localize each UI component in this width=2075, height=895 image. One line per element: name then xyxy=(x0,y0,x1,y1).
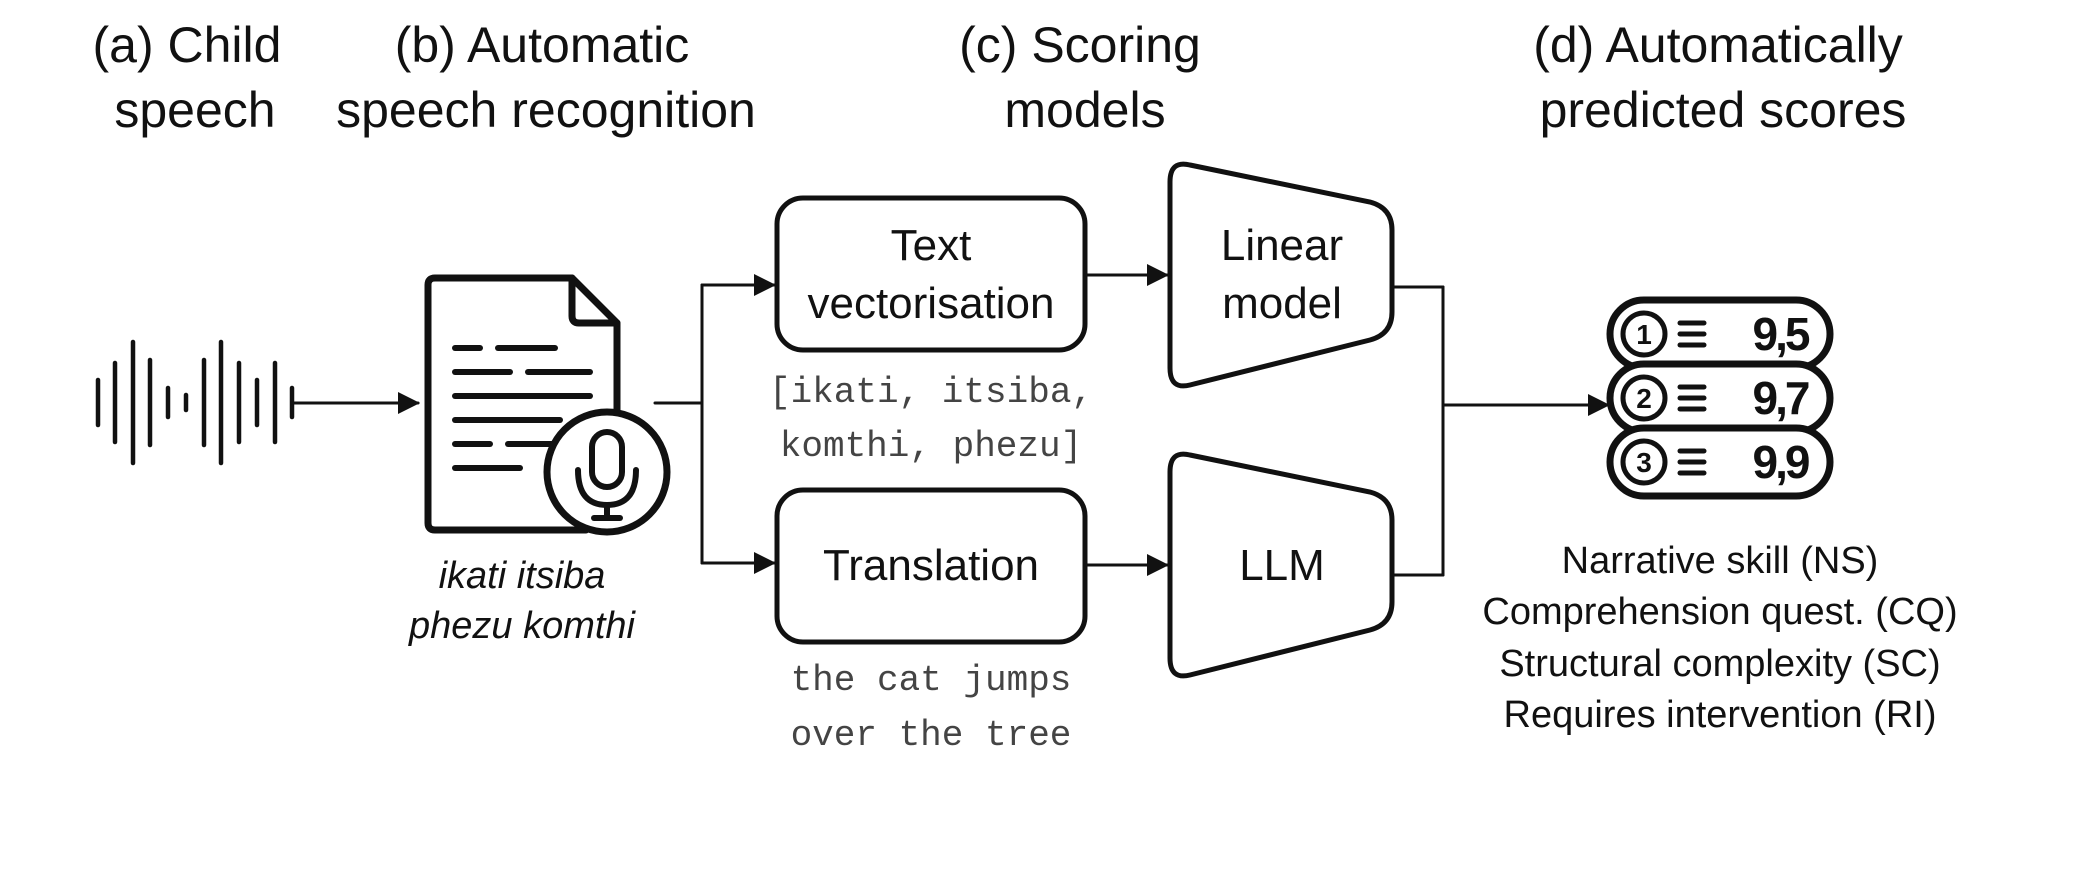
score-value: 9,7 xyxy=(1753,372,1809,424)
linear-model-line1: Linear xyxy=(1221,221,1343,270)
list-lines-icon xyxy=(1677,320,1707,348)
asr-transcript-line1: ikati itsiba xyxy=(439,555,606,597)
translation-box: Translation xyxy=(774,487,1088,645)
score-number: 2 xyxy=(1636,383,1652,414)
score-label-sc: Structural complexity (SC) xyxy=(1499,643,1940,685)
linear-model-box: Linear model xyxy=(1167,161,1395,389)
llm-box: LLM xyxy=(1167,451,1395,679)
stage-title-c: (c) Scoring models xyxy=(959,17,1201,138)
asr-transcript-line2: phezu komthi xyxy=(408,605,637,647)
list-lines-icon xyxy=(1677,384,1707,412)
stage-b-line2: speech recognition xyxy=(336,82,756,138)
score-labels: Narrative skill (NS) Comprehension quest… xyxy=(1482,540,1957,736)
score-number-badge xyxy=(1620,438,1668,486)
translation-label: Translation xyxy=(823,541,1039,590)
stage-c-line1: (c) Scoring xyxy=(959,17,1201,73)
translation-output-line1: the cat jumps xyxy=(791,660,1072,701)
score-number-badge xyxy=(1620,374,1668,422)
document-microphone-icon xyxy=(424,274,671,536)
merge-connector xyxy=(1390,285,1610,577)
translation-output-line2: over the tree xyxy=(791,715,1072,756)
stage-a-line1: (a) Child xyxy=(93,17,282,73)
token-list-line1: [ikati, itsiba, xyxy=(769,372,1093,413)
score-number: 3 xyxy=(1636,447,1652,478)
branch-connector xyxy=(653,274,776,574)
stage-b-line1: (b) Automatic xyxy=(395,17,690,73)
stage-a-line2: speech xyxy=(114,82,275,138)
stage-d-line1: (d) Automatically xyxy=(1533,17,1903,73)
score-number: 1 xyxy=(1636,319,1652,350)
llm-label: LLM xyxy=(1239,541,1325,590)
stage-c-line2: models xyxy=(1004,82,1165,138)
linear-model-line2: model xyxy=(1222,279,1342,328)
audio-waveform-icon xyxy=(95,339,295,466)
score-label-cq: Comprehension quest. (CQ) xyxy=(1482,591,1957,633)
list-lines-icon xyxy=(1677,448,1707,476)
text-vectorisation-box: Text vectorisation xyxy=(774,195,1088,353)
score-label-ns: Narrative skill (NS) xyxy=(1562,540,1879,582)
score-label-ri: Requires intervention (RI) xyxy=(1504,694,1937,736)
vectorisation-line2: vectorisation xyxy=(807,279,1054,328)
token-list-line2: komthi, phezu] xyxy=(780,426,1082,467)
stage-title-b: (b) Automatic speech recognition xyxy=(336,17,756,138)
stage-title-d: (d) Automatically predicted scores xyxy=(1533,17,1906,138)
score-number-badge xyxy=(1620,310,1668,358)
stage-d-line2: predicted scores xyxy=(1540,82,1907,138)
score-value: 9,9 xyxy=(1753,436,1809,488)
stage-title-a: (a) Child speech xyxy=(93,17,282,138)
vectorisation-line1: Text xyxy=(891,221,972,270)
score-value: 9,5 xyxy=(1753,308,1810,360)
